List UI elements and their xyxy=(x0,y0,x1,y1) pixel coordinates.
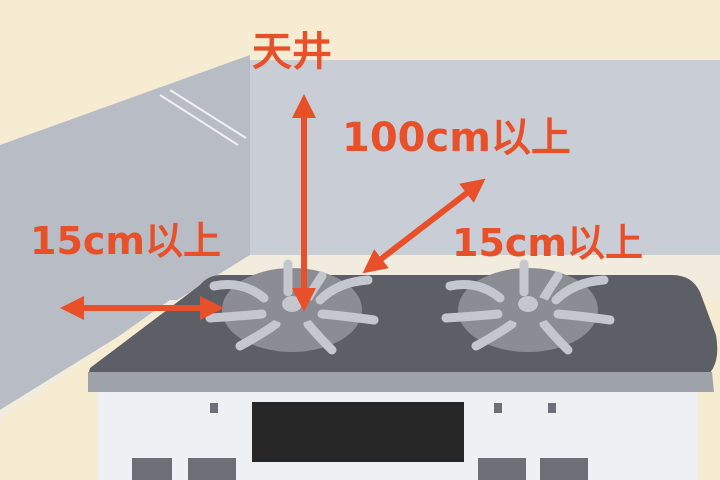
control-knob xyxy=(132,458,172,480)
back-clearance-label: 100cm以上 xyxy=(342,115,571,161)
control-knob xyxy=(478,458,526,480)
control-knob xyxy=(188,458,236,480)
back-clearance-arrow xyxy=(362,178,486,274)
burner-center xyxy=(518,296,538,312)
burner-right xyxy=(441,259,615,355)
cooktop-edge xyxy=(88,372,714,392)
left-clearance-label: 15cm以上 xyxy=(30,219,222,263)
glare-mark xyxy=(169,89,247,139)
cabinet-tab xyxy=(548,403,556,413)
glare-mark xyxy=(159,94,239,146)
ceiling-label: 天井 xyxy=(252,29,332,75)
oven-window xyxy=(252,402,464,462)
cabinet-tab xyxy=(494,403,502,413)
side-wall xyxy=(0,55,250,410)
burner-center xyxy=(282,296,302,312)
control-knob xyxy=(540,458,588,480)
cabinet-tab xyxy=(210,403,218,413)
right-clearance-label: 15cm以上 xyxy=(452,221,644,265)
